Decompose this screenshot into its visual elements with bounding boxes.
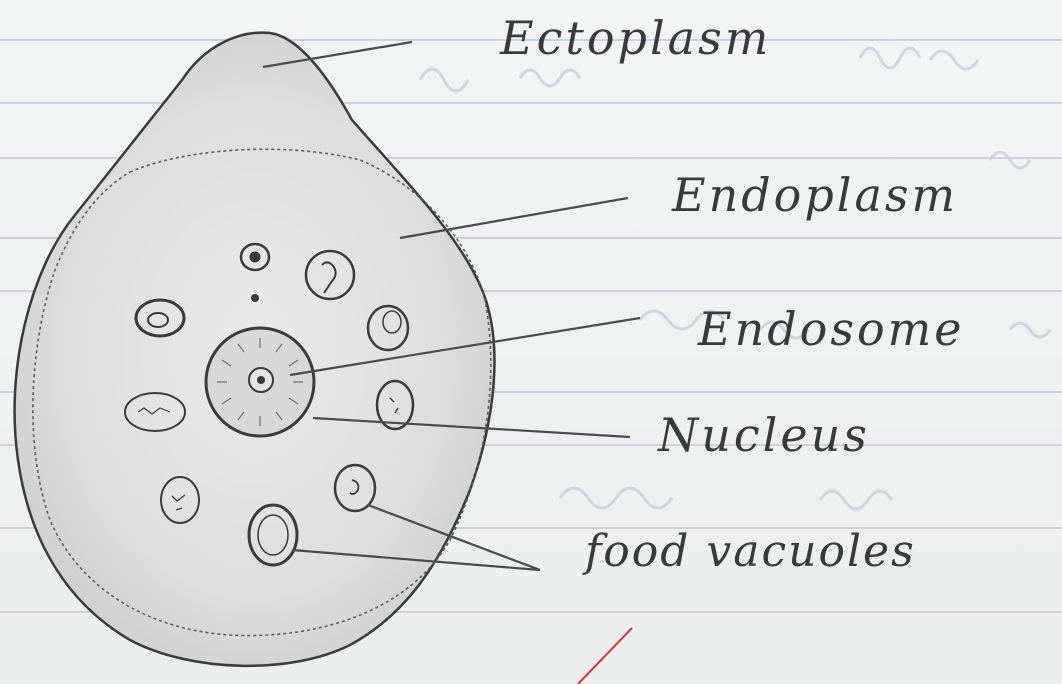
granule [251, 294, 259, 302]
label-ectoplasm: Ectoplasm [500, 15, 771, 61]
red-margin-mark [578, 628, 632, 684]
endosome [249, 368, 273, 392]
label-endosome: Endosome [698, 306, 965, 352]
label-endoplasm: Endoplasm [672, 172, 958, 218]
label-nucleus: Nucleus [658, 412, 870, 458]
label-food-vacuoles: food vacuoles [585, 530, 916, 574]
